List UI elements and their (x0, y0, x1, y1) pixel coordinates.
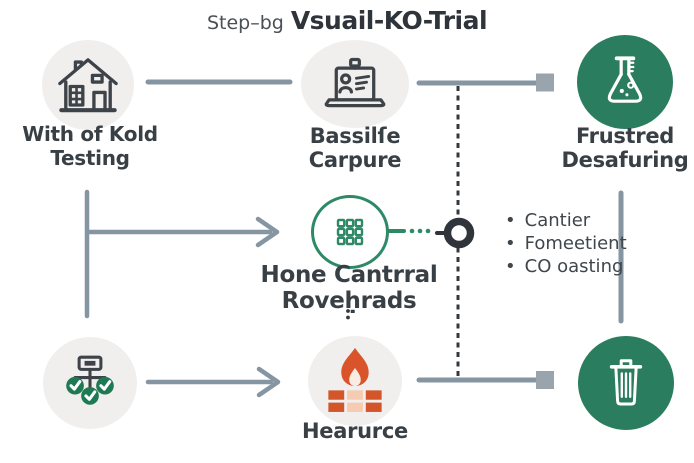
label-grid: Hone Cantrral Roveḥrads (260, 262, 438, 314)
fire-bricks-icon (328, 347, 382, 412)
node-flask (577, 35, 673, 129)
ellipsis-mark (346, 315, 350, 320)
label-fire: Hearurce (302, 419, 408, 443)
green-connector-dot (409, 228, 415, 234)
trash-icon (609, 359, 643, 406)
title-prefix: Step–bg (206, 12, 284, 34)
bullet-list: Cantier Fomeetient CO oasting (505, 209, 627, 278)
node-fire (308, 336, 402, 426)
node-flowchart (43, 337, 137, 429)
grid-icon (336, 218, 364, 246)
label-badge: Bassilſe Carpure (308, 124, 402, 172)
bullet-item: Cantier (505, 209, 627, 232)
page-title: Step–bg Vsuail-KO-Trial (0, 6, 694, 35)
flowchart-checklist-icon (66, 355, 114, 405)
house-icon (58, 58, 118, 113)
node-grid (311, 195, 389, 269)
arrow-left-to-grid-head (255, 216, 280, 248)
bullet-item: CO oasting (505, 255, 627, 278)
flask-icon (607, 56, 643, 103)
node-trash (578, 336, 674, 430)
label-house: With of Kold Testing (22, 122, 158, 170)
node-house (42, 40, 134, 130)
id-badge-icon (324, 57, 386, 108)
node-badge (301, 40, 409, 128)
title-main: Vsuail-KO-Trial (290, 6, 488, 35)
label-flask: Frustred Desafuring (561, 124, 689, 172)
bullet-item: Fomeetient (505, 232, 627, 255)
square-endpoint-top (536, 73, 554, 92)
green-connector-dot (425, 228, 431, 234)
green-connector-dot (417, 228, 423, 234)
square-endpoint-bottom (536, 371, 554, 389)
ring-node (443, 217, 475, 249)
arrow-flowchart-to-fire-head (256, 366, 281, 398)
